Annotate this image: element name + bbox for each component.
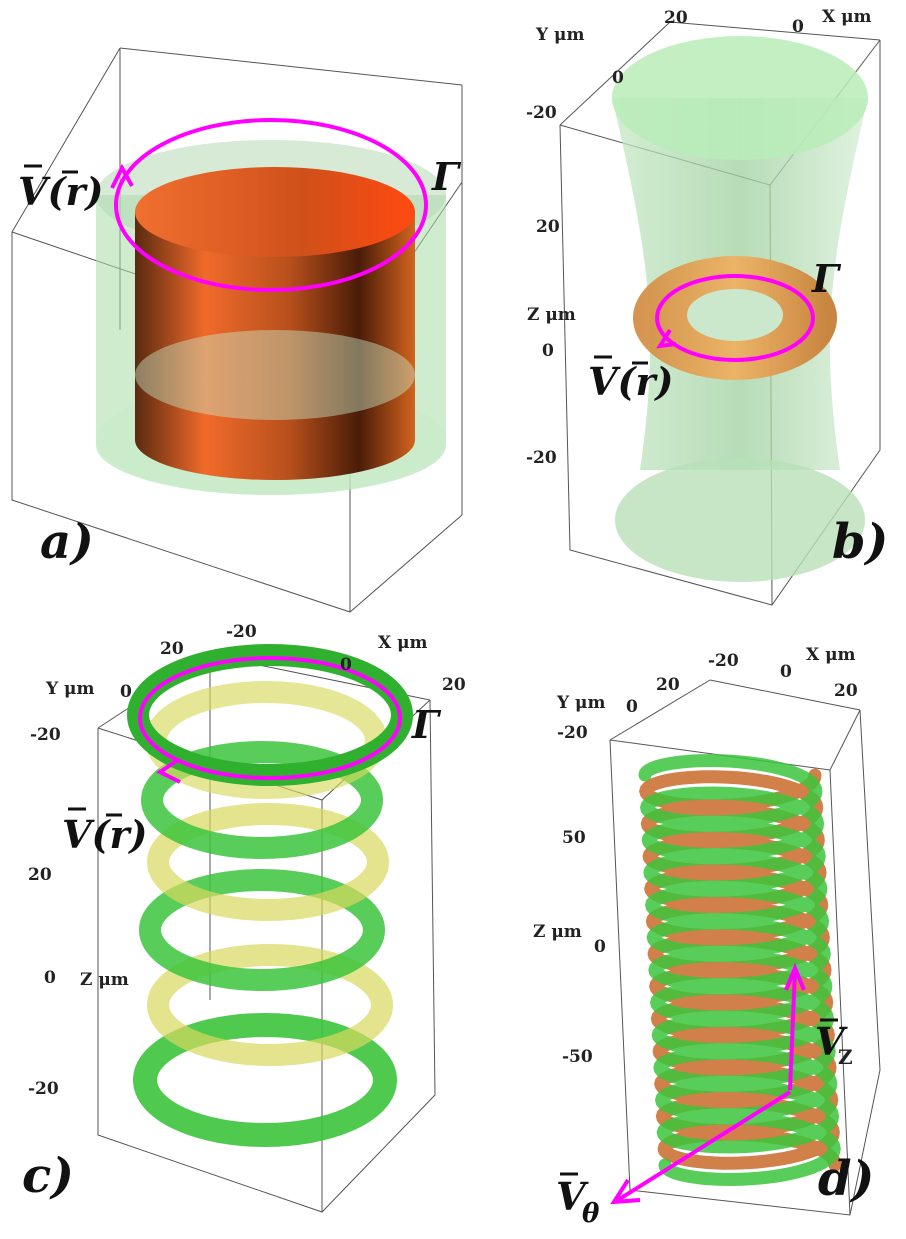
stacked-torus-rings xyxy=(127,644,413,1147)
z-tick-d-50: 50 xyxy=(562,828,586,848)
flow-circulation-c xyxy=(138,656,402,784)
panel-label-a: a) xyxy=(40,514,94,570)
axis-y-label-b: Y μm xyxy=(535,25,585,45)
x-tick-b-0: 0 xyxy=(792,17,804,37)
z-tick-c-20: 20 xyxy=(28,865,52,885)
vtheta-label: V xyxy=(556,1174,589,1219)
vtheta-subscript: θ xyxy=(582,1199,600,1229)
panel-d: V Z V θ X μm -20 0 20 Y μm 20 0 -20 50 Z… xyxy=(533,645,881,1229)
x-tick-d-0: 0 xyxy=(780,662,792,682)
axis-z-label-d: Z μm xyxy=(533,922,582,942)
axis-x-label-b: X μm xyxy=(822,7,872,27)
z-tick-d-0: 0 xyxy=(594,937,606,957)
panel-label-c: c) xyxy=(22,1148,74,1204)
panel-b: V(r) Γ X μm 20 0 Y μm 0 -20 20 Z μm 0 -2… xyxy=(526,7,888,606)
x-tick-c-neg20: -20 xyxy=(226,622,257,642)
axis-y-label-d: Y μm xyxy=(556,693,606,713)
y-tick-d-0: 0 xyxy=(626,697,638,717)
axis-y-label-c: Y μm xyxy=(45,679,95,699)
velocity-label-b: V(r) xyxy=(588,359,673,404)
axis-x-label-c: X μm xyxy=(378,633,428,653)
z-tick-c-neg20: -20 xyxy=(28,1079,59,1099)
panel-c: V(r) Γ X μm -20 0 20 Y μm 20 0 -20 20 0 … xyxy=(22,622,466,1213)
helix-strand-green xyxy=(638,753,841,1187)
vz-arrow xyxy=(784,962,806,1091)
panel-label-d: d) xyxy=(818,1151,874,1207)
hyperboloid-surface xyxy=(612,36,868,582)
y-tick-b-neg20: -20 xyxy=(526,103,557,123)
y-tick-c-20: 20 xyxy=(160,639,184,659)
contour-label-b: Γ xyxy=(811,256,842,301)
panel-label-b: b) xyxy=(832,514,888,570)
axis-z-label-c: Z μm xyxy=(80,970,129,990)
z-tick-b-0: 0 xyxy=(542,341,554,361)
y-tick-d-20: 20 xyxy=(656,675,680,695)
contour-label-a: Γ xyxy=(431,154,462,199)
contour-label-c: Γ xyxy=(411,702,442,747)
y-tick-c-0: 0 xyxy=(120,682,132,702)
z-tick-c-0: 0 xyxy=(44,968,56,988)
y-tick-d-neg20: -20 xyxy=(557,723,588,743)
z-tick-b-20: 20 xyxy=(536,217,560,237)
y-tick-c-neg20: -20 xyxy=(30,725,61,745)
panel-a: V(r) Γ a) xyxy=(11,47,463,613)
x-tick-d-20: 20 xyxy=(834,681,858,701)
double-helix xyxy=(638,753,842,1187)
x-tick-c-0: 0 xyxy=(340,655,352,675)
x-tick-c-20: 20 xyxy=(442,675,466,695)
inner-orange-cylinder xyxy=(135,167,415,480)
z-tick-b-neg20: -20 xyxy=(526,448,557,468)
axis-x-label-d: X μm xyxy=(806,645,856,665)
velocity-label-a: V(r) xyxy=(18,169,103,214)
z-tick-d-neg50: -50 xyxy=(562,1047,593,1067)
vz-label: V xyxy=(815,1019,848,1064)
vz-subscript: Z xyxy=(838,1045,853,1069)
velocity-label-c: V(r) xyxy=(62,812,147,857)
x-tick-d-neg20: -20 xyxy=(708,651,739,671)
vtheta-arrow xyxy=(610,1090,792,1205)
flow-circulation-a xyxy=(110,118,428,292)
flow-circulation-b xyxy=(655,274,815,362)
bounding-box-d xyxy=(609,679,881,1216)
y-tick-b-0: 0 xyxy=(612,68,624,88)
axis-z-label-b: Z μm xyxy=(527,305,576,325)
helix-strand-orange xyxy=(639,768,842,1172)
x-tick-b-20: 20 xyxy=(664,8,688,28)
